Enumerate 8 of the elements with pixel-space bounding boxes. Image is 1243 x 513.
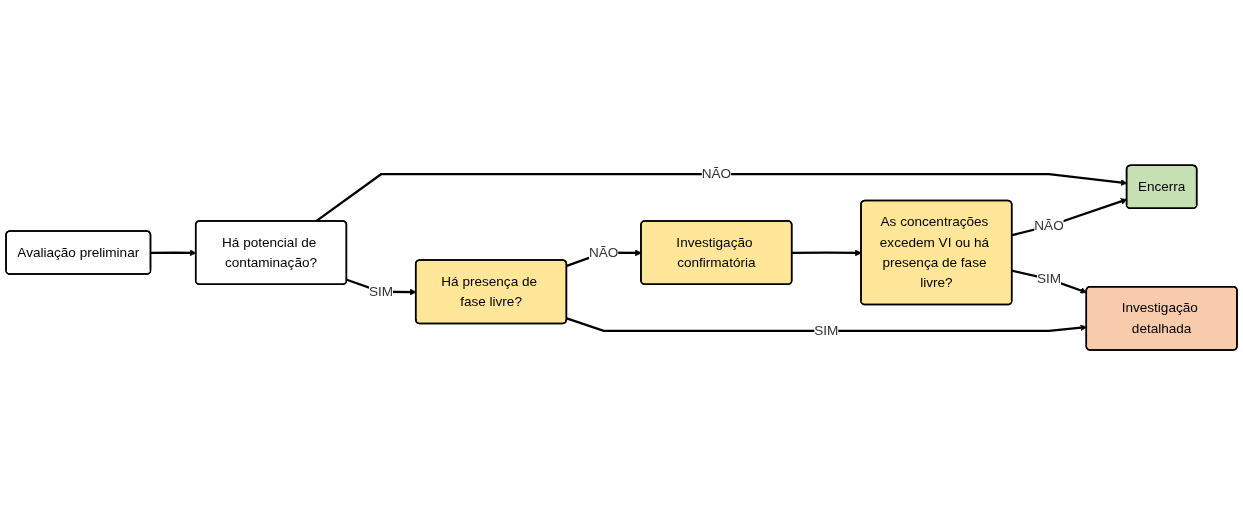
edge-label: SIM [368, 283, 394, 299]
edge-label: NÃO [589, 244, 619, 260]
arrow [792, 249, 862, 256]
arrow [566, 316, 1087, 332]
edge-label: SIM [1036, 270, 1062, 286]
edge-label: NÃO [701, 165, 732, 181]
edge-label: NÃO [1034, 217, 1064, 233]
edge-label: SIM [814, 322, 839, 338]
